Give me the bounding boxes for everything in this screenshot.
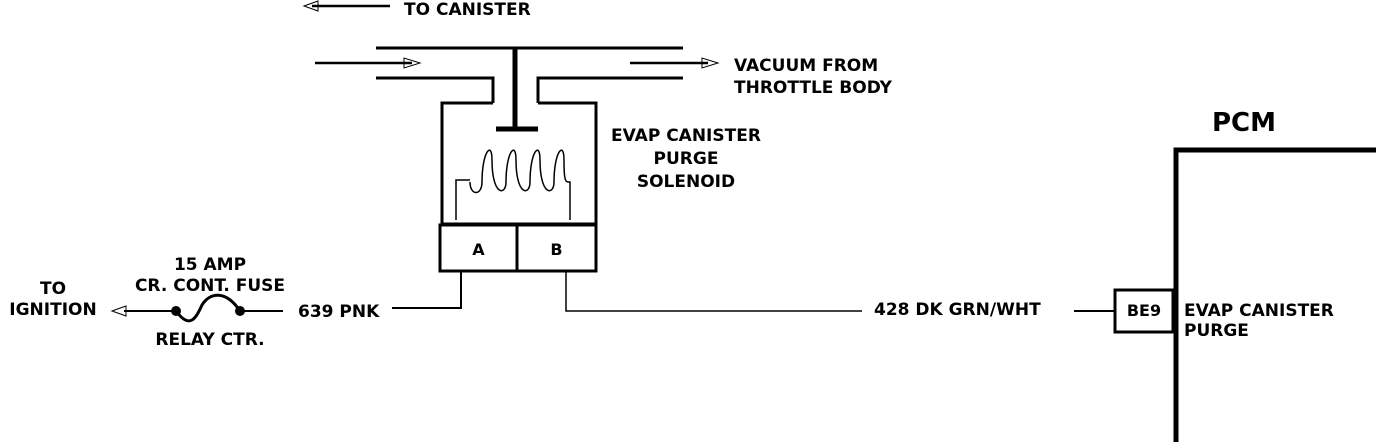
terminal-a-label: A [472, 240, 485, 259]
to-label: TO [39, 279, 67, 299]
to-canister-label: TO CANISTER [404, 0, 531, 20]
solenoid-body [440, 101, 598, 226]
wire-pnk-label: 639 PNK [298, 302, 380, 322]
solenoid-label-line2: PURGE [653, 149, 719, 169]
fuse-name-label: CR. CONT. FUSE [134, 276, 286, 296]
fuse-amp-label: 15 AMP [173, 255, 247, 275]
solenoid-label-line1: EVAP CANISTER [611, 126, 761, 146]
to-canister-arrow [302, 0, 390, 12]
wire-grn-label: 428 DK GRN/WHT [874, 300, 1041, 320]
solenoid-coil [455, 149, 571, 220]
relay-ctr-label: RELAY CTR. [155, 330, 265, 350]
wire-639-pnk [392, 271, 462, 309]
connector [438, 223, 598, 273]
solenoid-label-line3: SOLENOID [636, 172, 736, 192]
throttle-body-label: THROTTLE BODY [734, 78, 892, 98]
pcm-outline [1113, 147, 1376, 442]
ignition-label: IGNITION [9, 300, 97, 320]
vacuum-from-label: VACUUM FROM [734, 56, 879, 76]
vacuum-pipe [315, 46, 720, 103]
pcm-pin-desc-line2: PURGE [1184, 321, 1249, 341]
pcm-pin-desc-line1: EVAP CANISTER [1184, 301, 1334, 321]
wire-428-dk-grn-wht [565, 271, 1114, 312]
terminal-b-label: B [550, 240, 563, 259]
pcm-label: PCM [1212, 108, 1277, 138]
pcm-pin-label: BE9 [1126, 301, 1162, 320]
fuse-symbol [110, 293, 283, 323]
solenoid-plunger [496, 48, 538, 132]
